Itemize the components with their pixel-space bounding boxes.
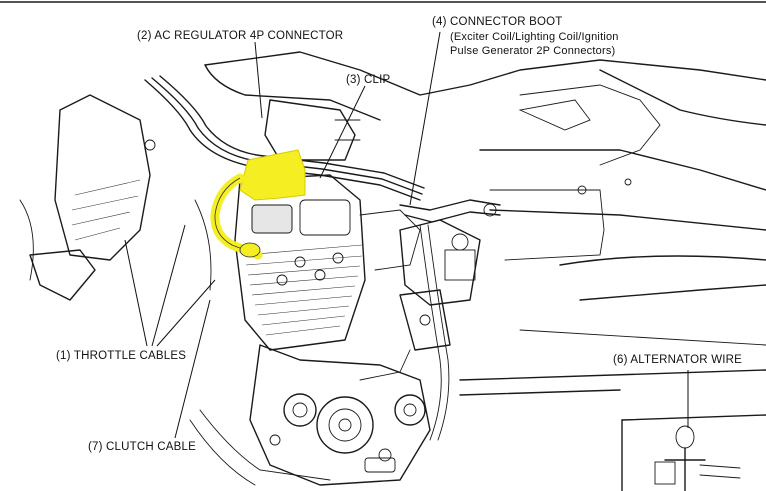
connector-boot-callout: (4) CONNECTOR BOOT: [432, 16, 563, 28]
ac-regulator-highlighted-harness: [210, 149, 306, 260]
alternator-inset: [621, 414, 766, 491]
engine-cylinder: [234, 174, 421, 351]
throttle-cables-callout: (1) THROTTLE CABLES: [56, 350, 187, 362]
connector-boot-subtitle-line2: Pulse Generator 2P Connectors): [450, 45, 616, 57]
radiator-shroud: [19, 94, 151, 301]
rear-fender: [518, 69, 766, 131]
alternator-wire-callout: (6) ALTERNATOR WIRE: [613, 354, 743, 366]
connector-boot-cables: [399, 199, 501, 441]
clutch-cable-callout: (7) CLUTCH CABLE: [88, 441, 196, 453]
frame-outline: [204, 51, 766, 346]
ac-regulator-callout: (2) AC REGULATOR 4P CONNECTOR: [137, 30, 344, 42]
connector-boot-subtitle-line1: (Exciter Coil/Lighting Coil/Ignition: [450, 31, 619, 43]
swingarm: [189, 369, 766, 486]
clip-callout: (3) CLIP: [346, 74, 391, 86]
carburetor: [399, 219, 481, 351]
crankcase: [249, 344, 431, 486]
air-boot: [264, 99, 361, 161]
leader-lines: [124, 31, 689, 439]
